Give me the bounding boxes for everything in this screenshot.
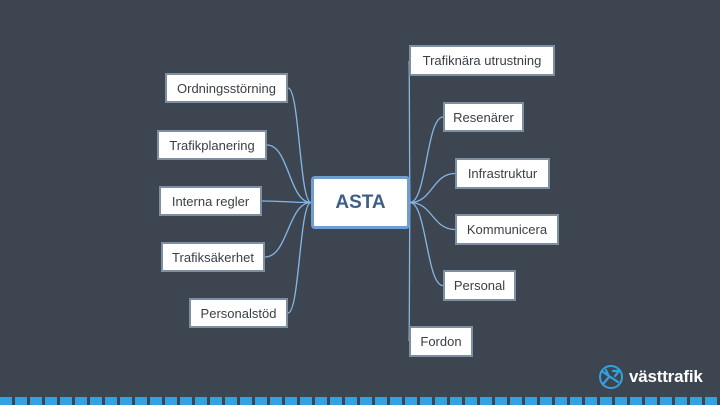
node-interna-regler: Interna regler [159,186,262,216]
node-trafikplanering: Trafikplanering [157,130,267,160]
connector-line [409,172,456,204]
connector-line [409,116,444,204]
node-trafiksakerhet: Trafiksäkerhet [161,242,265,272]
node-fordon: Fordon [409,326,473,357]
vasttrafik-logo: västtrafik [598,364,708,390]
bottom-stripe [0,397,720,405]
connector-line [287,87,312,204]
connector-line [409,201,444,287]
center-node: ASTA [311,176,410,229]
logo-text: västtrafik [629,367,703,386]
airplane-icon [599,365,623,389]
node-infrastruktur: Infrastruktur [455,158,550,189]
node-kommunicera: Kommunicera [455,214,559,245]
node-personalstod: Personalstöd [189,298,288,328]
node-resenarer: Resenärer [443,102,524,132]
connector-line [409,201,456,231]
node-ordningsstorning: Ordningsstörning [165,73,288,103]
node-trafiknara-utrustning: Trafiknära utrustning [409,45,555,76]
connector-line [266,144,312,204]
connector-line [287,201,312,314]
connector-line [264,201,312,258]
node-personal: Personal [443,270,516,301]
connector-line [261,200,312,204]
